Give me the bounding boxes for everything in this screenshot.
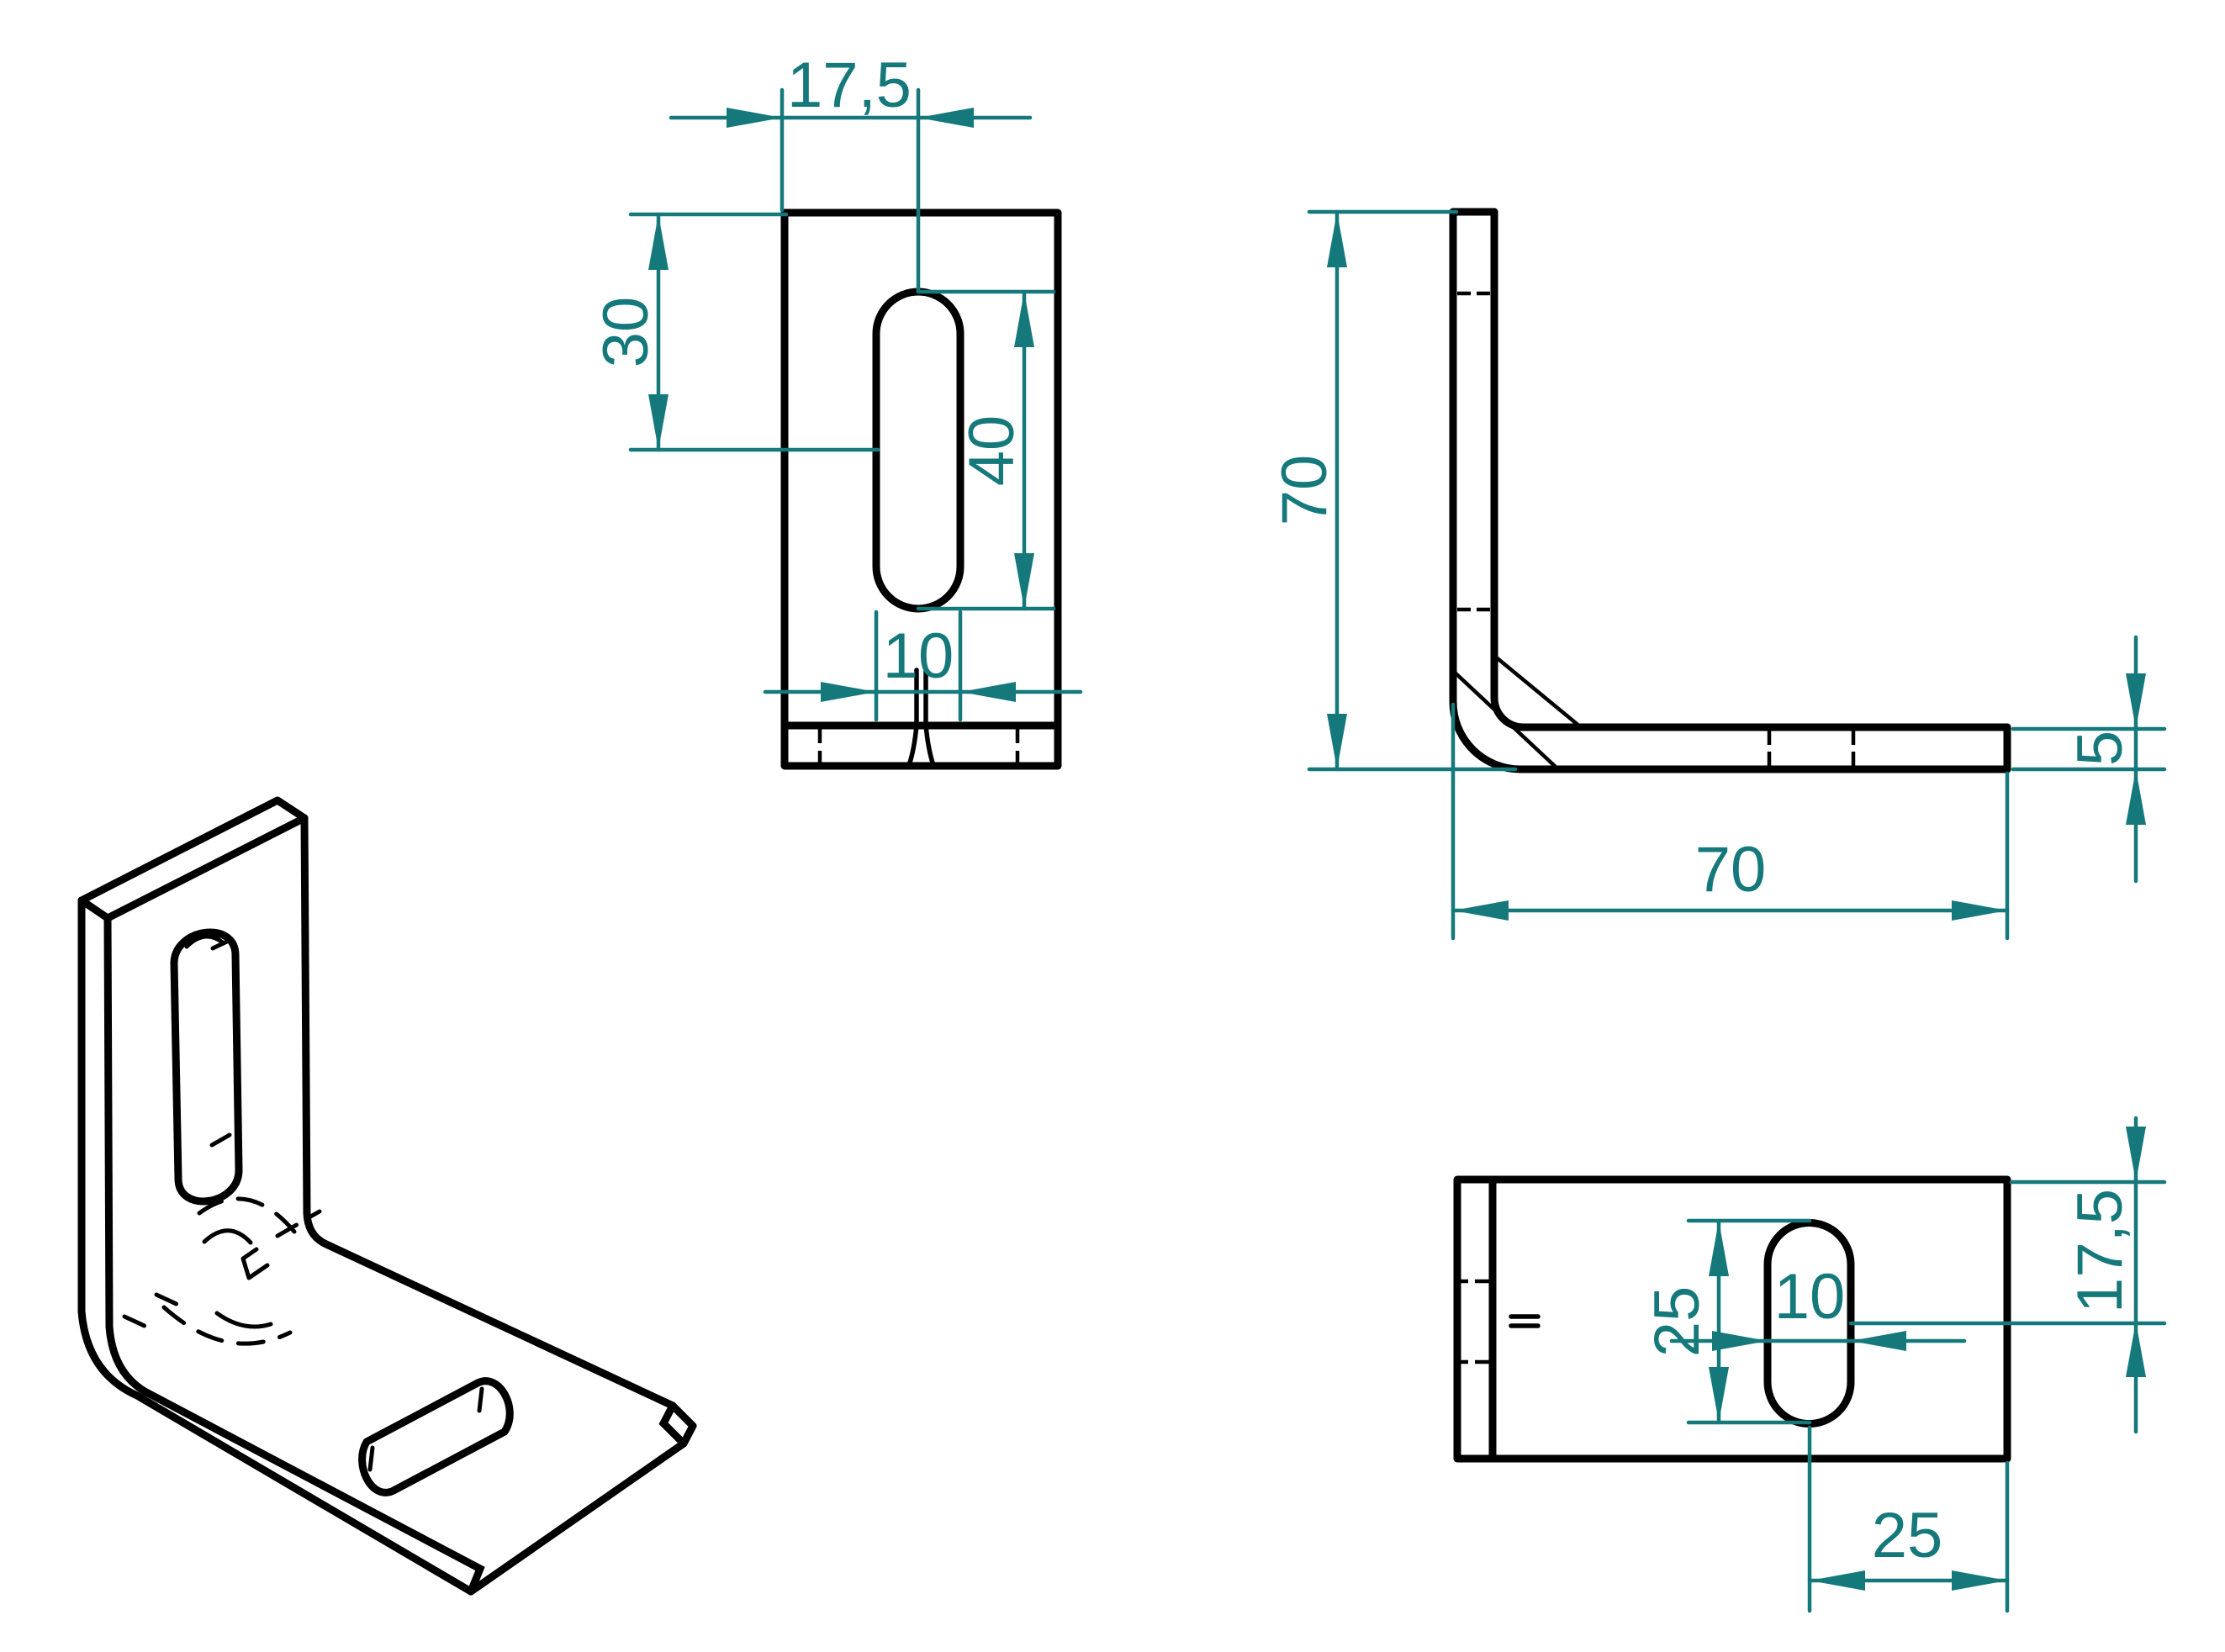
front-bend-notch — [906, 668, 936, 768]
iso-top-face — [77, 814, 485, 1596]
dim-text-10-front: 10 — [883, 620, 954, 692]
iso-base-slot — [358, 1377, 514, 1496]
top-view: 25 10 17,5 25 — [1453, 1116, 2167, 1613]
dim-front-slot-width: 10 — [763, 610, 1083, 722]
dim-text-30: 30 — [590, 297, 662, 368]
iso-end-face — [658, 1401, 688, 1448]
dim-text-40: 40 — [956, 415, 1028, 487]
iso-bend-arc-lower-inner — [214, 1311, 273, 1329]
dim-front-slot-length: 40 — [916, 289, 1056, 611]
iso-base-slot-depth — [367, 1386, 484, 1472]
side-bend-tangent-2 — [1492, 653, 1583, 730]
side-outer-profile — [1449, 208, 2011, 773]
iso-silhouette — [77, 796, 697, 1596]
iso-bend-dash-right — [275, 1209, 322, 1238]
iso-bend-notch — [240, 1247, 270, 1280]
isometric-view — [77, 796, 697, 1596]
dim-top-slot-center-to-end: 25 — [1807, 1425, 2010, 1613]
dim-text-10-top: 10 — [1774, 1261, 1846, 1333]
dim-side-length: 70 — [1451, 702, 2010, 941]
iso-plate-slot — [170, 928, 243, 1206]
front-view: 17,5 30 40 10 — [590, 50, 1083, 770]
front-slot — [872, 288, 965, 613]
iso-plate-slot-depth — [184, 934, 233, 1148]
dim-top-slot-width: 10 — [1669, 1261, 1967, 1351]
dim-text-25-end: 25 — [1872, 1500, 1943, 1571]
top-slot — [1763, 1219, 1855, 1428]
dim-top-edge-to-slot-center: 17,5 — [1848, 1116, 2167, 1434]
dim-text-70-height: 70 — [1269, 455, 1340, 526]
dim-text-17-5-top: 17,5 — [2064, 1189, 2136, 1313]
iso-bend-arc-upper — [197, 1196, 297, 1234]
dim-top-slot-length: 25 — [1641, 1218, 1812, 1425]
iso-bend-arc-lower — [161, 1305, 293, 1346]
dim-front-slot-offset: 17,5 — [669, 50, 1033, 294]
iso-bend-dash-left — [122, 1292, 182, 1330]
dim-side-thickness: 5 — [2011, 635, 2167, 884]
dim-text-17-5-front: 17,5 — [787, 50, 912, 121]
top-base-outline — [1453, 1175, 2011, 1463]
dim-text-70-length: 70 — [1695, 834, 1767, 905]
dim-side-height: 70 — [1269, 209, 1518, 772]
dim-text-25-slot: 25 — [1641, 1286, 1713, 1358]
side-view: 70 70 5 — [1269, 208, 2167, 941]
dim-front-top-to-slot-center: 30 — [590, 212, 880, 452]
side-bend-tangent-1 — [1451, 668, 1561, 772]
top-bend-notch — [1509, 1314, 1541, 1328]
iso-bend-arc-upper-inner — [202, 1228, 253, 1245]
side-inner-profile — [1490, 208, 2011, 731]
dim-text-5: 5 — [2064, 731, 2136, 766]
front-plate-outline — [780, 208, 1062, 770]
